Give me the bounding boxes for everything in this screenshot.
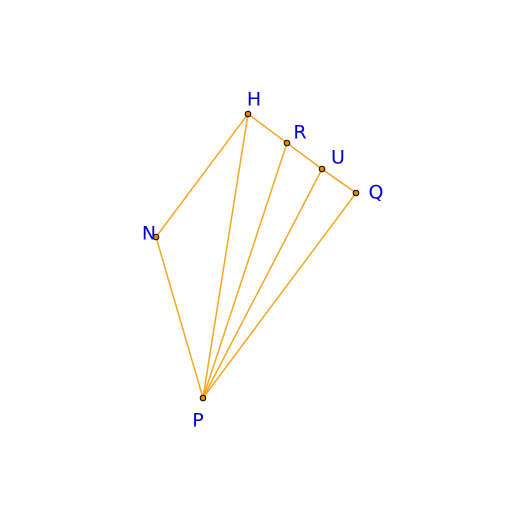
- segment-hp: [202, 113, 249, 399]
- segment-hr: [247, 113, 288, 144]
- segment-up: [202, 168, 323, 399]
- point-h: [244, 110, 252, 118]
- point-p: [199, 394, 207, 402]
- points-group: [152, 110, 360, 402]
- point-label-r: R: [293, 122, 306, 144]
- point-label-q: Q: [369, 182, 384, 204]
- point-u: [318, 165, 326, 173]
- point-r: [283, 139, 291, 147]
- segment-hn: [155, 113, 249, 238]
- segment-np: [155, 236, 204, 399]
- point-q: [352, 189, 360, 197]
- point-label-u: U: [331, 147, 345, 169]
- point-label-n: N: [142, 223, 156, 245]
- segment-uq: [321, 168, 357, 194]
- segment-ru: [286, 142, 323, 170]
- segment-rp: [202, 142, 288, 399]
- labels-group: H R U Q N P: [142, 89, 384, 432]
- point-n: [152, 233, 160, 241]
- point-label-h: H: [247, 89, 261, 111]
- segment-qp: [202, 192, 357, 399]
- segments-group: [155, 113, 357, 399]
- point-label-p: P: [192, 410, 203, 432]
